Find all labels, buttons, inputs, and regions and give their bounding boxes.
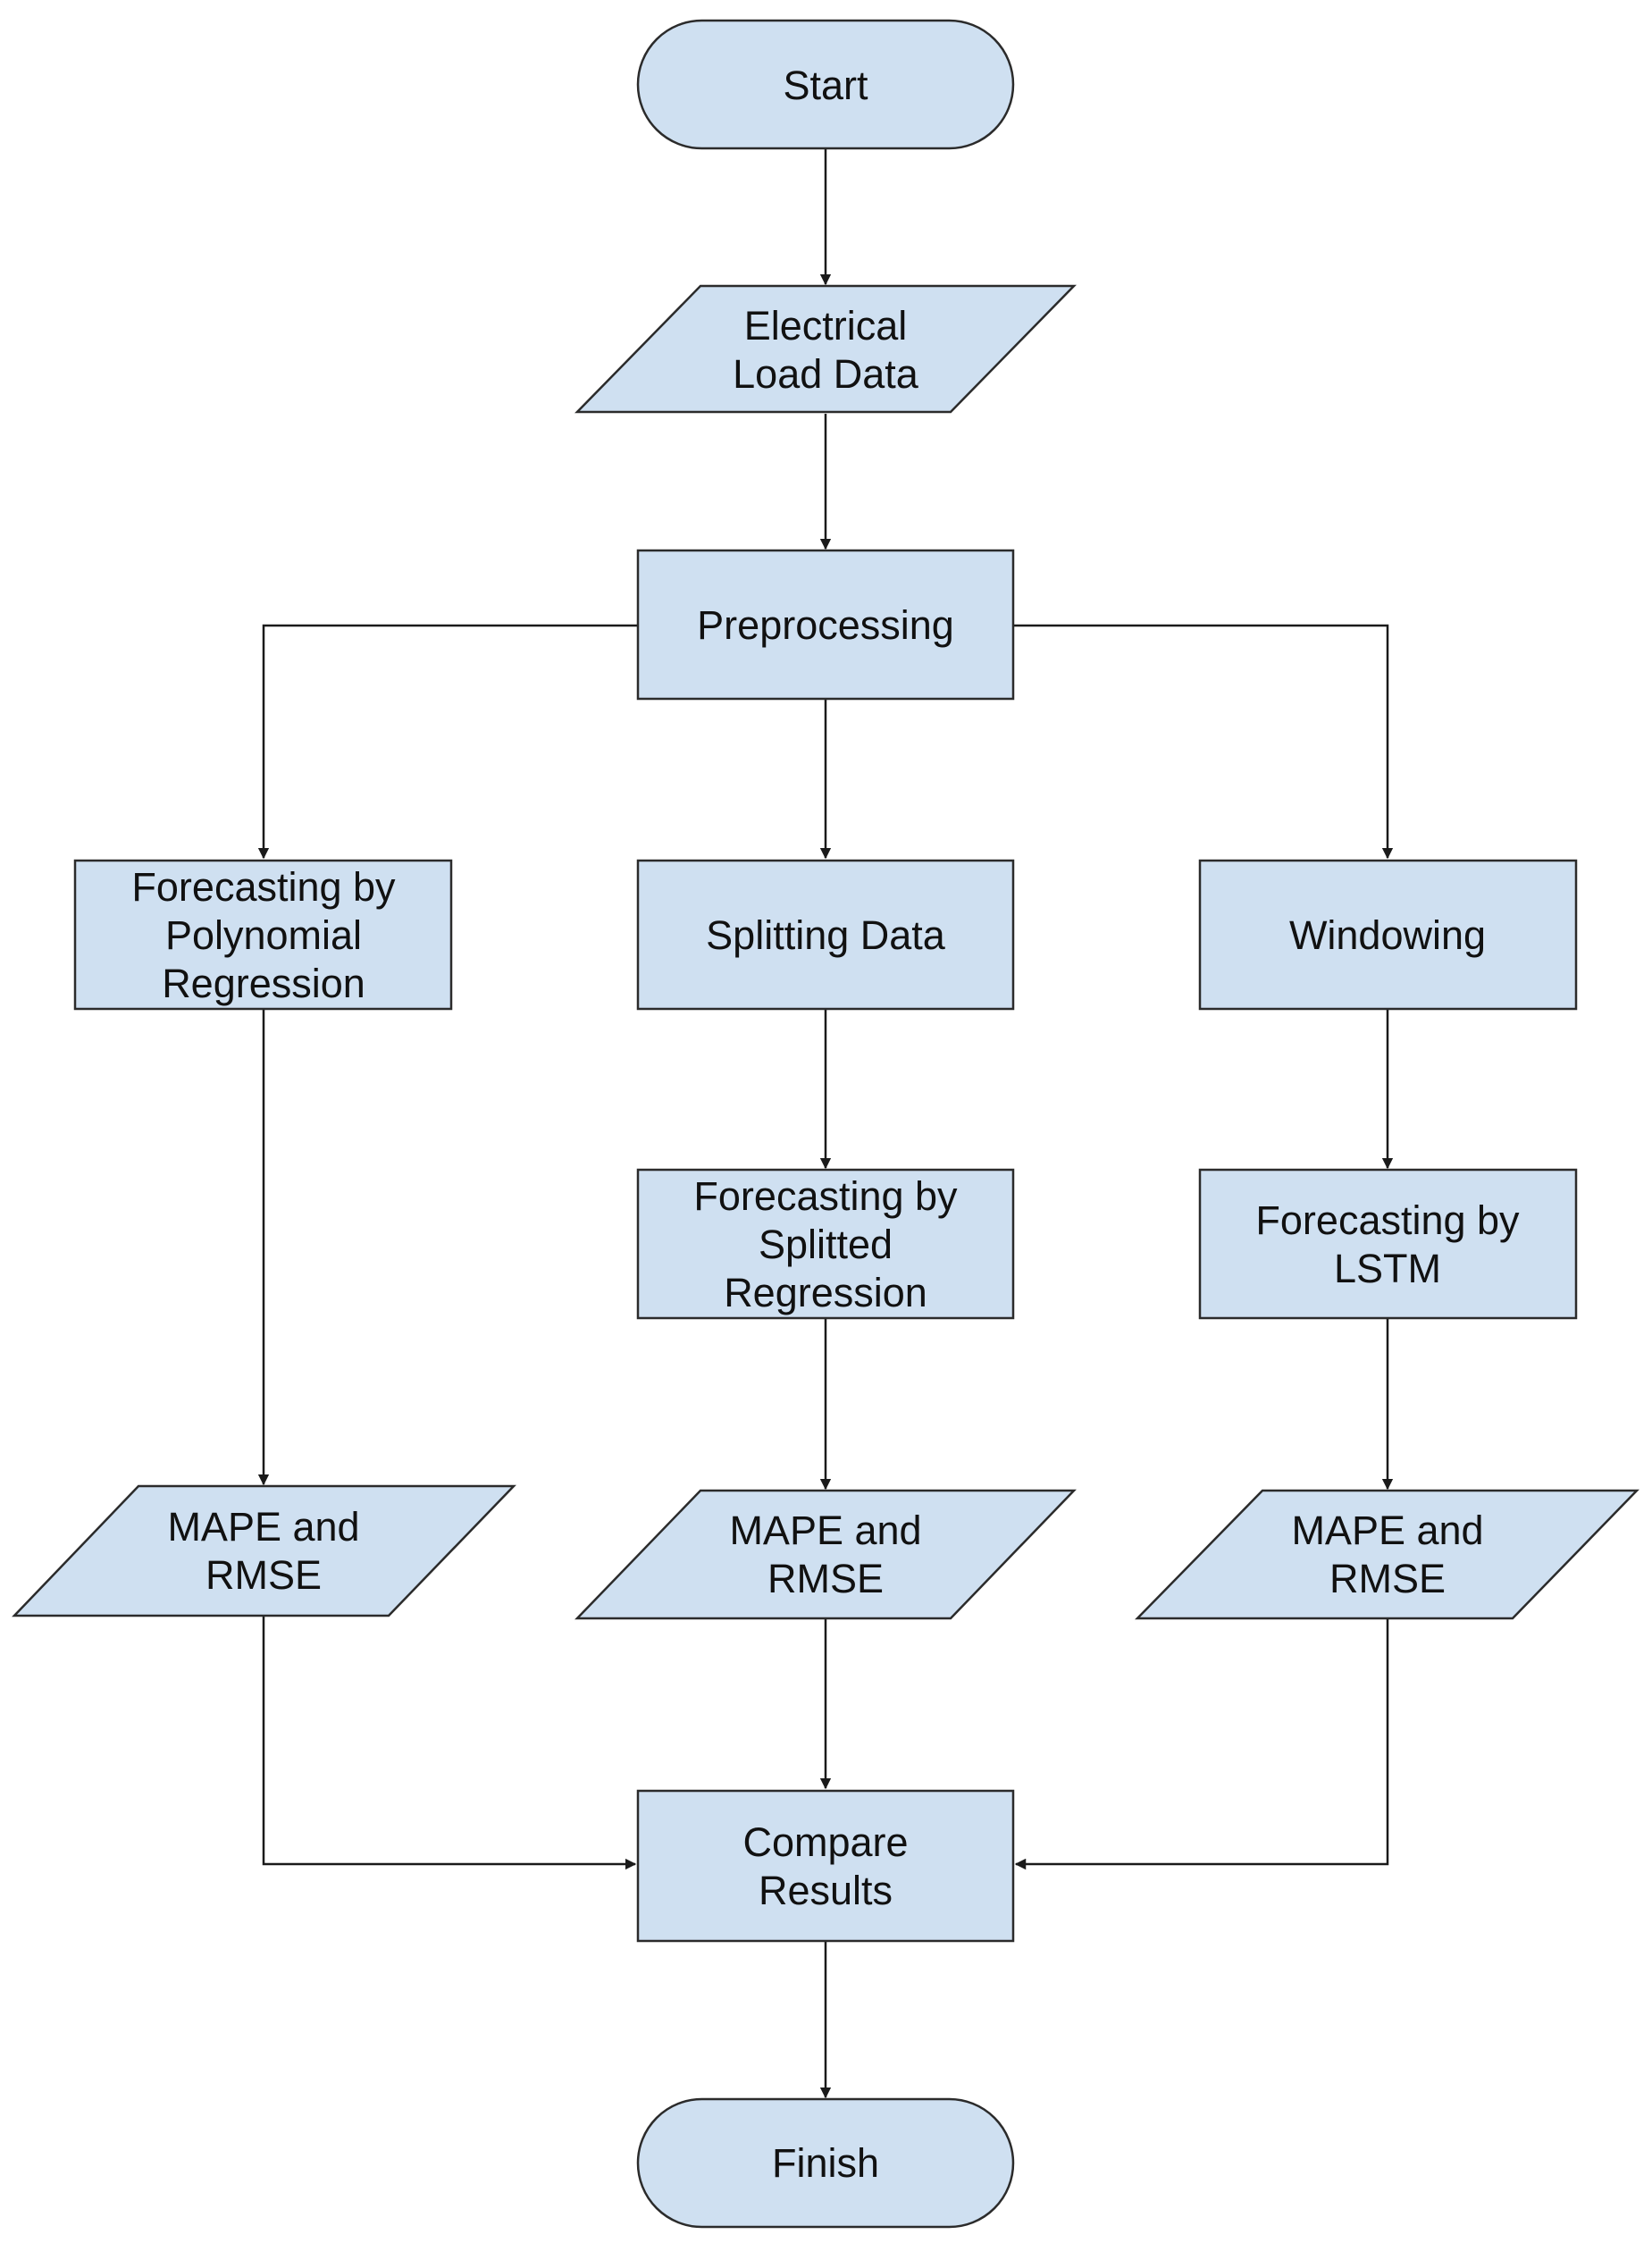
node-label-line: Polynomial	[165, 912, 362, 958]
node-label-line: RMSE	[767, 1556, 884, 1601]
input-output-shape	[574, 284, 1077, 414]
node-label-line: Splitting Data	[706, 912, 946, 958]
node-label-line: Splitted	[759, 1222, 893, 1267]
node-label-line: Regression	[162, 961, 365, 1006]
node-start: Start	[636, 19, 1015, 150]
node-label: Windowing	[1289, 912, 1486, 958]
edge-metrics-right-to-compare	[1014, 1618, 1389, 1870]
edge-preprocessing-to-poly	[257, 624, 638, 860]
node-label-line: Forecasting by	[693, 1173, 958, 1219]
process-shape	[636, 1168, 1015, 1320]
node-label-line: LSTM	[1334, 1246, 1441, 1291]
process-shape	[636, 1789, 1015, 1943]
edge-preprocessing-to-windowing	[1013, 624, 1394, 860]
edge-metrics-left-to-compare	[262, 1616, 637, 1870]
node-label-line: Forecasting by	[131, 864, 396, 910]
node-label-line: MAPE and	[1291, 1508, 1483, 1553]
node-label: Preprocessing	[697, 602, 954, 648]
terminator-shape	[636, 19, 1015, 150]
edges	[257, 148, 1394, 2099]
node-label-line: Regression	[724, 1270, 927, 1315]
node-label: Start	[783, 63, 868, 108]
node-windowing: Windowing	[1198, 859, 1578, 1011]
node-label-line: Results	[759, 1868, 893, 1913]
node-label-line: Forecasting by	[1255, 1197, 1520, 1243]
process-shape	[636, 859, 1015, 1011]
node-label-line: MAPE and	[729, 1508, 921, 1553]
process-shape	[1198, 1168, 1578, 1320]
node-label: Splitting Data	[706, 912, 946, 958]
node-preprocessing: Preprocessing	[636, 549, 1015, 701]
node-label-line: Start	[783, 63, 868, 108]
node-label-line: RMSE	[1329, 1556, 1446, 1601]
node-label-line: Load Data	[733, 351, 919, 397]
terminator-shape	[636, 2097, 1015, 2229]
node-label-line: Electrical	[744, 303, 908, 349]
node-label-line: Preprocessing	[697, 602, 954, 648]
node-label-line: Finish	[772, 2140, 879, 2186]
process-shape	[1198, 859, 1578, 1011]
input-output-shape	[1135, 1489, 1639, 1620]
node-label-line: Windowing	[1289, 912, 1486, 958]
node-splitting: Splitting Data	[636, 859, 1015, 1011]
process-shape	[73, 859, 453, 1011]
process-shape	[636, 549, 1015, 701]
node-label-line: RMSE	[205, 1552, 322, 1598]
node-label-line: MAPE and	[167, 1504, 359, 1550]
node-finish: Finish	[636, 2097, 1015, 2229]
node-label: Finish	[772, 2140, 879, 2186]
input-output-shape	[12, 1484, 516, 1617]
node-label-line: Compare	[742, 1819, 908, 1865]
input-output-shape	[574, 1489, 1077, 1620]
